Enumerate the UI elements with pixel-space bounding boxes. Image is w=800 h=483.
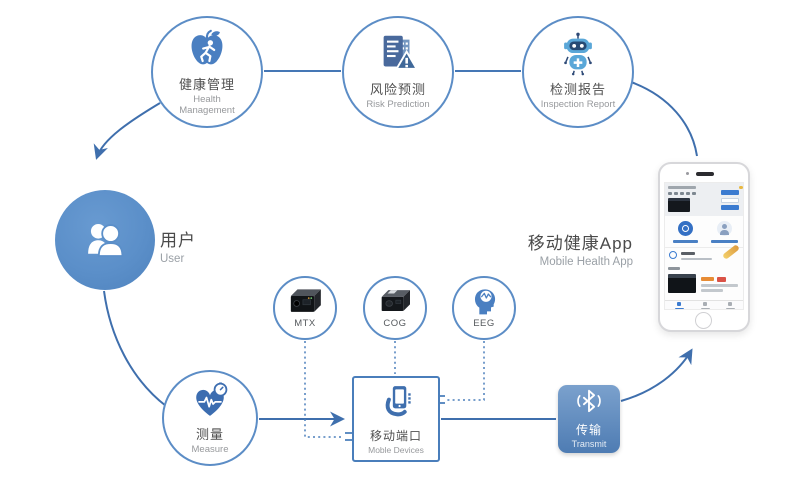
divider: [665, 246, 743, 248]
arrow-health-to-user: [93, 102, 161, 160]
node-inspection-report: 检测报告 Inspection Report: [522, 16, 634, 128]
apple-runner-icon: [184, 26, 230, 72]
app-feature-label: [711, 240, 738, 243]
robot-icon: [555, 31, 601, 77]
app-screen: [664, 182, 744, 310]
node-risk-prediction: 风险预测 Risk Prediction: [342, 16, 454, 128]
bluetooth-icon: [574, 388, 604, 419]
node-label-zh: 检测报告: [549, 82, 606, 98]
arrow-transmit-to-phone: [620, 348, 693, 402]
node-sensor-mtx: MTX: [273, 276, 337, 340]
sensor-label: EEG: [473, 318, 495, 329]
user-label: 用户 User: [160, 226, 196, 265]
curve-report-to-phone: [630, 81, 698, 157]
node-transmit: 传输 Transmit: [558, 385, 620, 453]
node-label-en: Inspection Report: [540, 99, 616, 111]
phone-speaker: [696, 172, 714, 176]
node-measure: 测量 Measure: [162, 370, 258, 466]
dashed-eeg-link: [447, 341, 485, 401]
app-label-en: Mobile Health App: [539, 256, 633, 268]
user-label-en: User: [160, 253, 185, 265]
node-label-zh: 健康管理: [178, 76, 235, 92]
mobile-box-label-en: Moble Devices: [368, 444, 424, 455]
app-header-title-bar: [668, 186, 696, 189]
app-price-text: [701, 277, 714, 281]
mobile-box-label-zh: 移动端口: [369, 428, 422, 443]
tab-middle-icon: [703, 302, 707, 306]
app-label: 移动健康App Mobile Health App: [528, 229, 633, 268]
app-list-title: [681, 251, 695, 255]
app-notification-dot: [739, 185, 743, 189]
app-menu-glyph: [680, 191, 684, 195]
app-list-icon: [669, 251, 677, 259]
user-label-zh: 用户: [160, 231, 196, 250]
app-section-label: [668, 267, 680, 270]
app-product-desc: [701, 289, 723, 292]
heart-ecg-icon: [189, 380, 231, 422]
app-product-image: [668, 274, 696, 293]
node-label-en: Health Management: [179, 93, 235, 116]
app-label-zh: 移动健康App: [527, 234, 633, 253]
app-menu-glyph: [686, 191, 690, 195]
tab-home-label: [675, 307, 684, 309]
users-icon: [78, 211, 132, 270]
app-product-desc: [701, 284, 738, 287]
app-primary-button: [721, 190, 739, 195]
tab-middle-label: [701, 307, 710, 309]
phone-home-button: [695, 312, 712, 329]
app-input-box: [721, 197, 739, 203]
avatar-head: [722, 224, 727, 229]
node-sensor-cog: COG: [363, 276, 427, 340]
cog-device-icon: [375, 285, 415, 317]
app-menu-glyph: [668, 191, 672, 195]
app-menu-glyph: [674, 191, 678, 195]
app-primary-button: [721, 205, 739, 210]
node-label-en: Risk Prediction: [366, 99, 430, 111]
node-user: [55, 190, 155, 290]
avatar-body: [720, 229, 729, 235]
app-feature-glyph: [682, 225, 689, 232]
measure-label-en: Measure: [191, 444, 229, 456]
risk-report-icon: [375, 31, 421, 77]
tab-right-label: [726, 307, 735, 309]
app-device-thumbnail: [668, 198, 690, 212]
app-sale-badge: [716, 276, 726, 282]
app-feature-label: [673, 240, 698, 243]
smartphone-mockup: [658, 162, 750, 332]
tab-right-icon: [728, 302, 732, 306]
eeg-head-icon: [468, 285, 500, 317]
sensor-label: COG: [383, 318, 407, 329]
measure-label-zh: 测量: [195, 427, 224, 443]
sensor-label: MTX: [294, 318, 316, 329]
node-label-zh: 风险预测: [369, 82, 426, 98]
node-sensor-eeg: EEG: [452, 276, 516, 340]
transmit-label-en: Transmit: [571, 439, 607, 450]
mtx-device-icon: [285, 285, 325, 317]
node-health-management: 健康管理 Health Management: [151, 16, 263, 128]
tab-home-icon: [677, 302, 681, 306]
node-mobile-devices: 移动端口 Moble Devices: [352, 376, 440, 462]
app-list-subtitle: [681, 257, 712, 260]
transmit-label-zh: 传输: [575, 423, 602, 438]
phone-camera-dot: [686, 172, 689, 175]
app-menu-glyph: [692, 191, 696, 195]
dashed-mtx-link: [304, 341, 344, 438]
curve-user-to-measure: [103, 290, 167, 407]
hand-phone-icon: [377, 383, 415, 426]
